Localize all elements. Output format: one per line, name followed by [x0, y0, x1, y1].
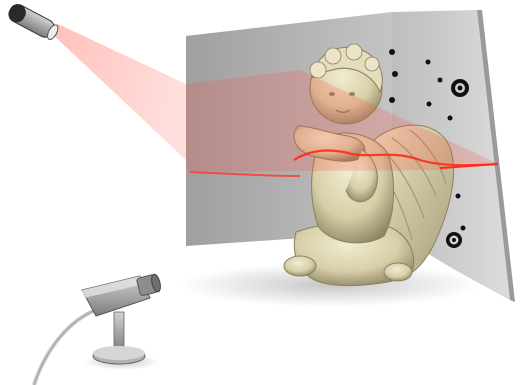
ring-target-lower — [446, 232, 462, 248]
laser-projector — [6, 2, 60, 42]
ring-target-upper — [451, 79, 469, 97]
camera-cable — [34, 310, 96, 385]
laser-beam-fan — [48, 24, 186, 160]
